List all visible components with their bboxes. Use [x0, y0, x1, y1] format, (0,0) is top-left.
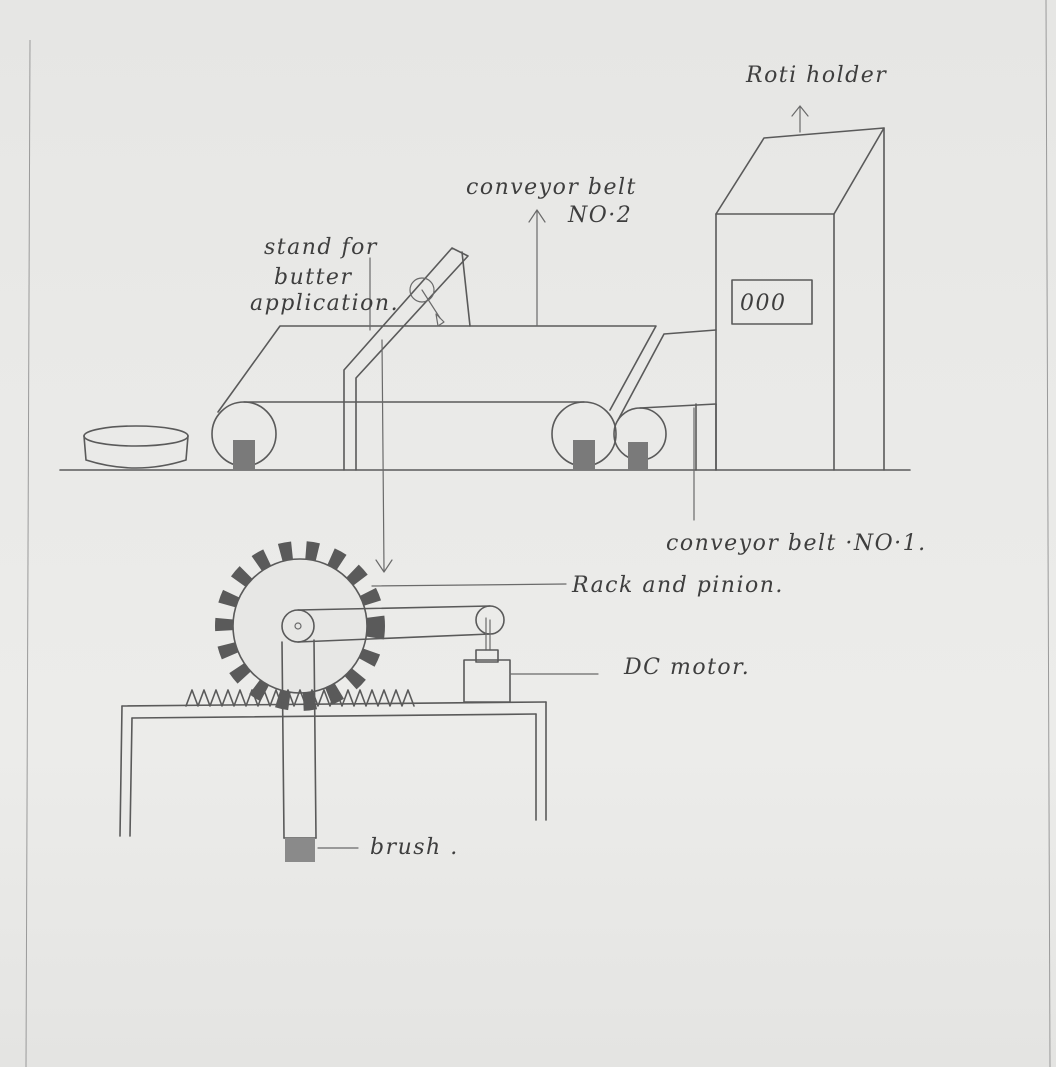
stand-to-gear-arrow — [376, 340, 392, 572]
label-brush: brush . — [370, 835, 459, 860]
belt1-support — [628, 442, 648, 470]
label-stand-line2: butter — [274, 265, 352, 290]
conveyor-belt-1 — [614, 330, 716, 470]
pinion-gear — [233, 559, 367, 693]
roti-holder-machine: 000 — [716, 128, 884, 470]
label-roti-holder: Roti holder — [745, 63, 887, 88]
label-conveyor-belt-2: conveyor belt — [466, 175, 637, 200]
label-conveyor-belt-2-number: NO·2 — [567, 203, 632, 228]
roti-holder-arrow — [792, 106, 808, 132]
roti-tray — [84, 426, 188, 468]
label-dc-motor: DC motor. — [623, 655, 750, 680]
conveyor-belt-2-arrow — [529, 210, 545, 326]
rack-and-pinion — [120, 550, 546, 862]
label-rack-and-pinion: Rack and pinion. — [571, 573, 784, 598]
conveyor-belt-2 — [212, 326, 656, 470]
belt2-left-support — [233, 440, 255, 470]
rack-and-pinion-leader — [372, 584, 566, 586]
dc-motor — [464, 650, 510, 702]
display-digits: 000 — [740, 291, 787, 316]
paper-right-edge — [1046, 0, 1050, 1067]
butter-stand — [344, 248, 470, 470]
label-stand-line1: stand for — [264, 235, 378, 260]
brush-head — [285, 838, 315, 862]
belt2-right-support — [573, 440, 595, 470]
label-conveyor-belt-1: conveyor belt ·NO·1. — [666, 531, 927, 556]
label-stand-line3: application. — [250, 291, 399, 316]
paper-margin-line — [26, 40, 30, 1067]
